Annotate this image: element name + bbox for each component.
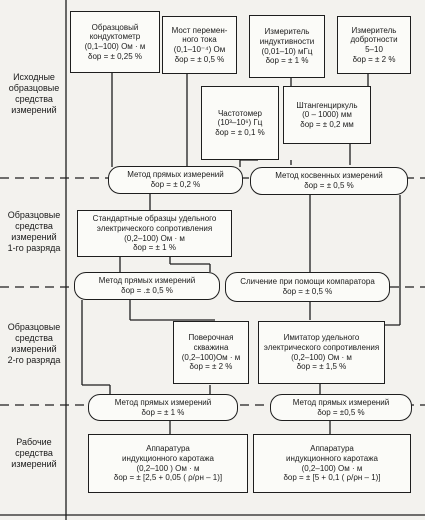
method-direct-1: Метод прямых измерений δор = ± 0,2 % [108,166,243,194]
box-frequency-meter: Частотомер (10³–10⁶) Гц δор = ± 0,1 % [201,86,279,160]
box-calibration-well: Поверочная скважина (0,2–100)Ом · м δор … [173,321,249,384]
box-resistivity-simulator: Имитатор удельного электрического сопрот… [258,321,385,384]
level-label-first-grade: Образцовые средства измерений 1-го разря… [7,210,61,253]
box-caliper: Штангенциркуль (0 – 1000) мм δор = ± 0,2… [283,86,371,144]
method-comparison: Сличение при помощи компаратора δор = ± … [225,272,390,302]
box-conductometer: Образцовый кондуктометр (0,1–100) Ом · м… [70,11,160,73]
box-induction-logging-equipment-1: Аппаратура индукционного каротажа (0,2–1… [88,434,248,493]
box-inductance-meter: Измеритель индуктивности (0,01–10) мГц δ… [249,15,325,78]
box-q-meter: Измеритель добротности 5–10 δор = ± 2 % [337,16,411,74]
method-indirect-1: Метод косвенных измерений δор = ± 0,5 % [250,167,408,195]
box-standard-samples: Стандартные образцы удельного электричес… [77,210,232,257]
box-ac-bridge: Мост перемен- ного тока (0,1–10⁻⁴) Ом δо… [162,16,237,74]
level-label-second-grade: Образцовые средства измерений 2-го разря… [7,322,61,365]
level-label-initial: Исходные образцовые средства измерений [8,72,60,115]
box-induction-logging-equipment-2: Аппаратура индукционного каротажа (0,2–1… [253,434,411,493]
method-direct-2: Метод прямых измерений δор = .± 0,5 % [74,272,220,300]
method-direct-3: Метод прямых измерений δор = ± 1 % [88,394,238,421]
level-label-working: Рабочие средства измерений [11,437,57,469]
method-direct-4: Метод прямых измерений δор = ±0,5 % [270,394,412,421]
